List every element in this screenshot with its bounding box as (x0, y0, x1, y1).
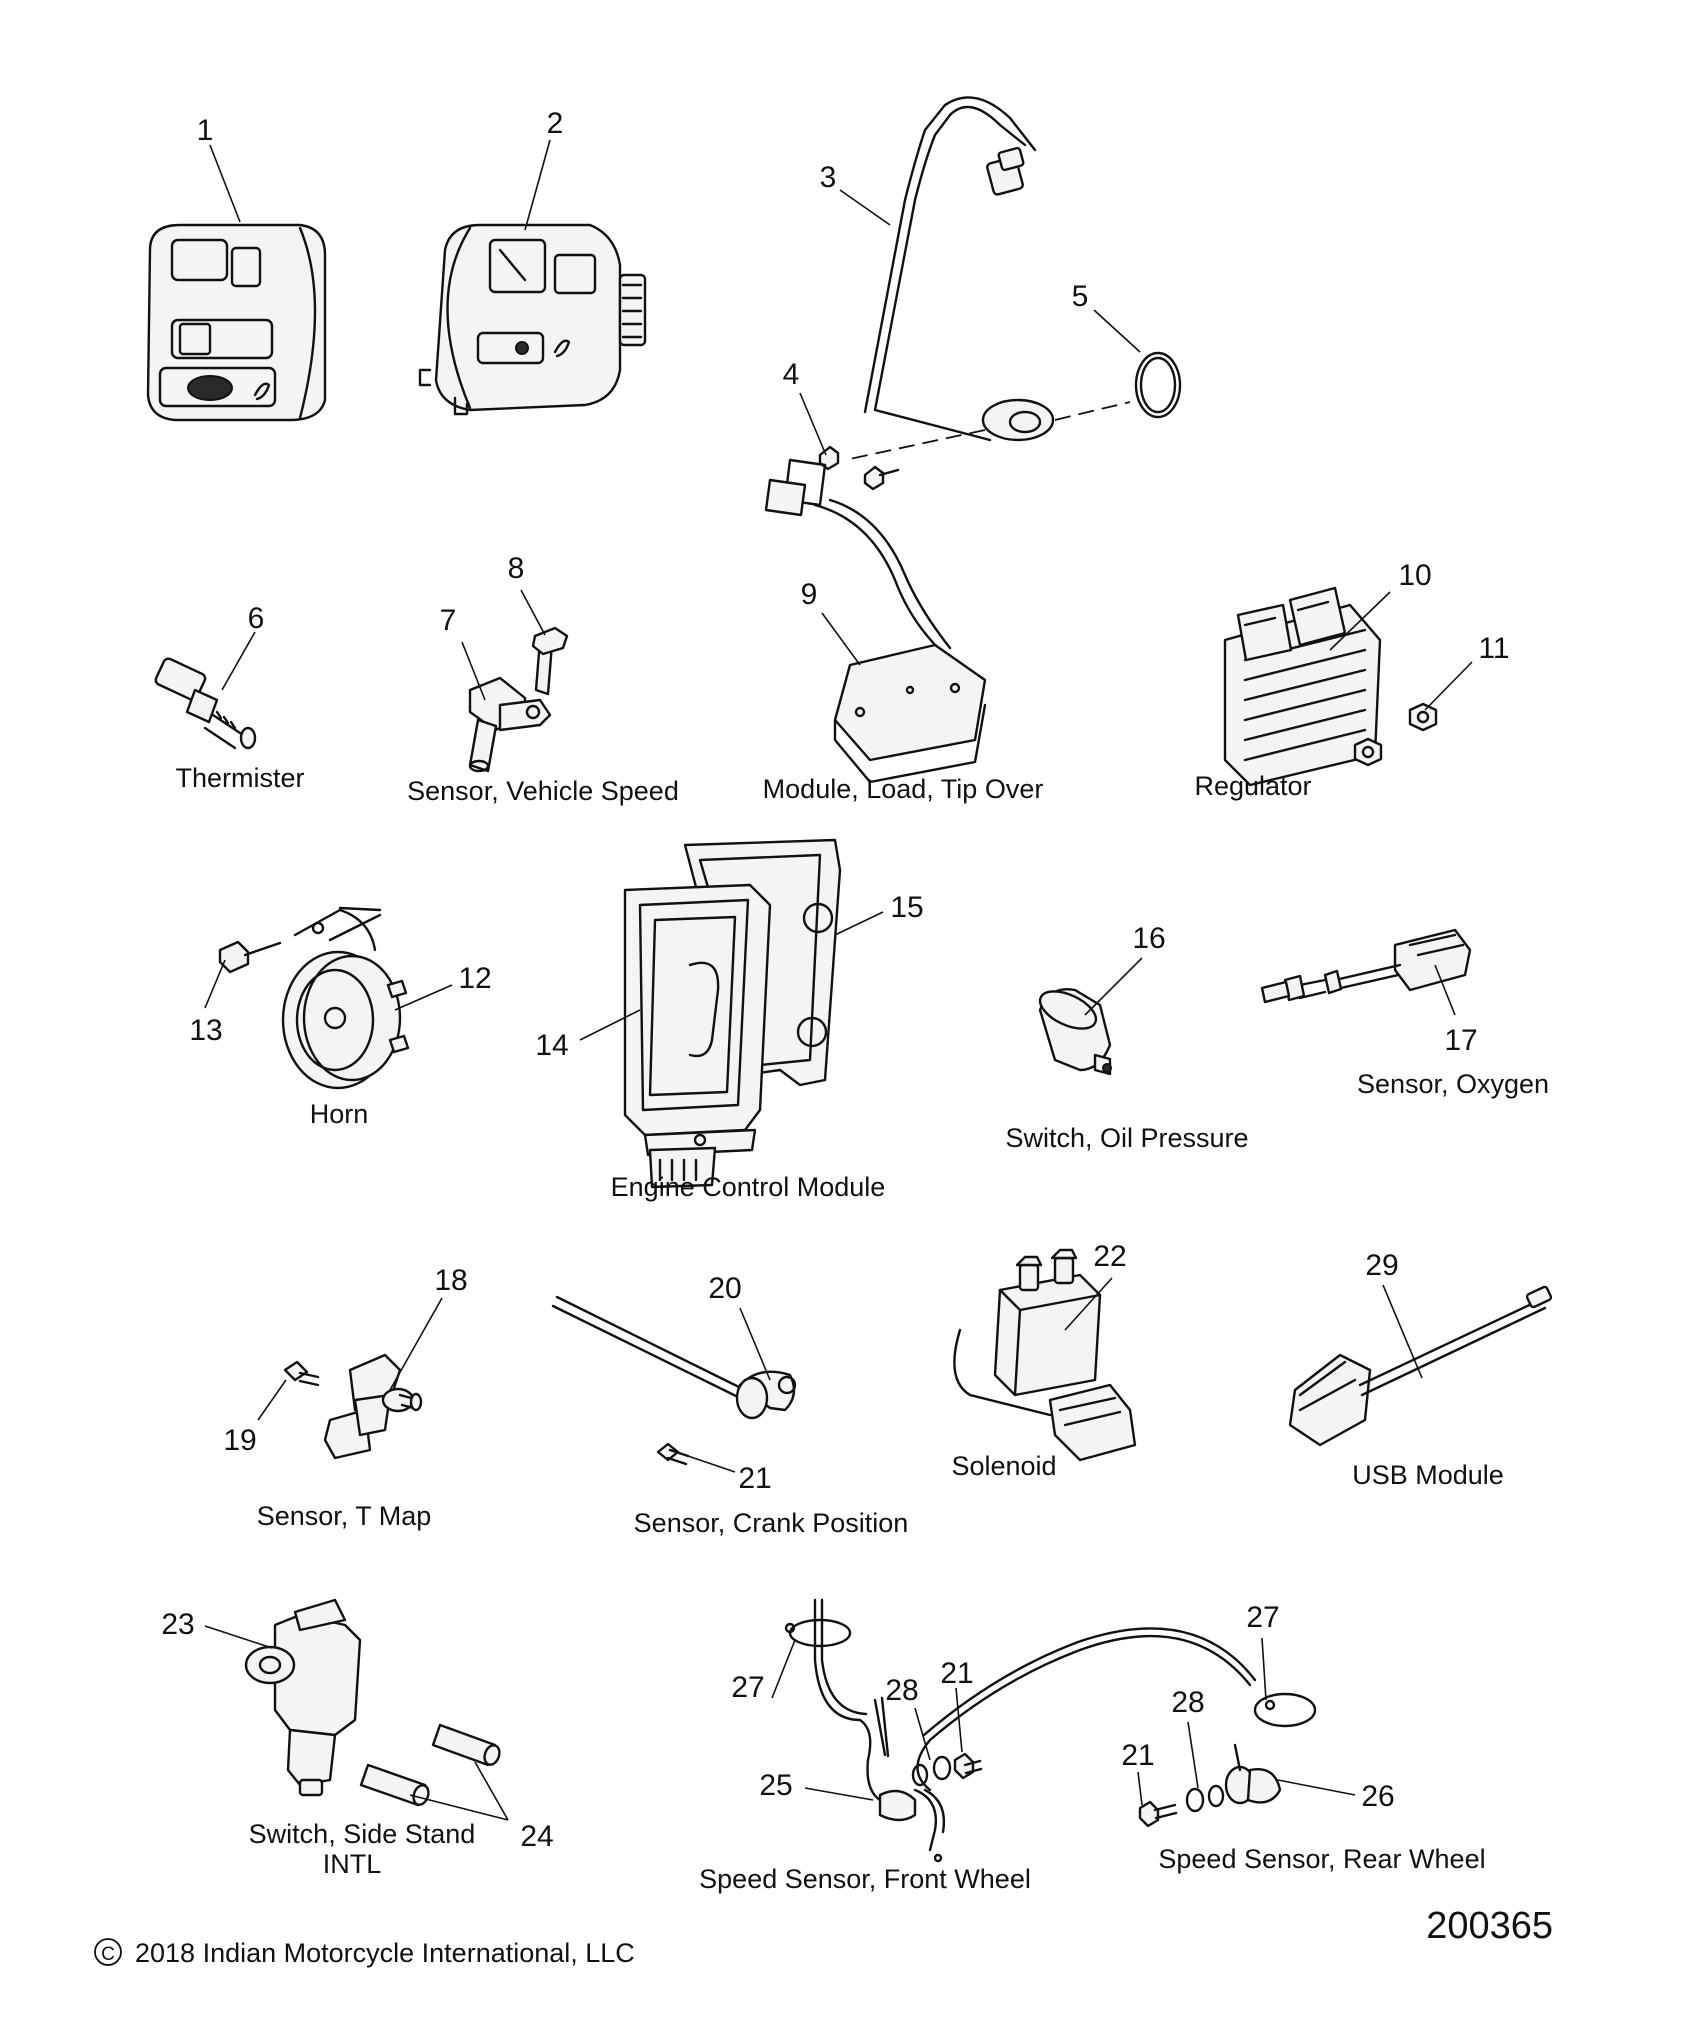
callout-9: 9 (801, 578, 818, 611)
regulator-part (1223, 586, 1438, 787)
right-handlebar-switch-part (418, 223, 647, 416)
caption-thermister: Thermister (175, 763, 304, 793)
callout-numbers: 1 2 3 4 5 6 7 8 9 10 11 12 13 14 15 16 1… (161, 107, 1509, 1853)
callout-5: 5 (1072, 280, 1089, 313)
callout-7: 7 (440, 604, 457, 637)
caption-side-stand-intl: INTL (323, 1849, 382, 1879)
engine-control-module-part (623, 838, 842, 1189)
callout-29: 29 (1365, 1249, 1398, 1282)
tip-over-harness-part (764, 96, 1182, 784)
caption-t-map: Sensor, T Map (257, 1501, 432, 1531)
callout-21: 21 (738, 1462, 771, 1495)
caption-oil-pressure: Switch, Oil Pressure (1005, 1123, 1248, 1153)
callout-21-front: 21 (940, 1657, 973, 1690)
left-handlebar-switch-part (146, 223, 327, 422)
solenoid-part (953, 1248, 1137, 1462)
caption-regulator: Regulator (1194, 771, 1311, 801)
usb-module-part (1288, 1285, 1553, 1447)
front-wheel-speed-sensor-part (784, 1598, 983, 1863)
t-map-sensor-part (283, 1353, 423, 1460)
caption-crank: Sensor, Crank Position (634, 1508, 909, 1538)
caption-front-wheel: Speed Sensor, Front Wheel (699, 1864, 1031, 1894)
callout-8: 8 (508, 552, 525, 585)
callout-26: 26 (1361, 1780, 1394, 1813)
callout-28-front: 28 (885, 1674, 918, 1707)
caption-horn: Horn (310, 1099, 369, 1129)
caption-oxygen: Sensor, Oxygen (1357, 1069, 1549, 1099)
callout-27-rear: 27 (1246, 1601, 1279, 1634)
callout-27-front: 27 (731, 1671, 764, 1704)
callout-24: 24 (520, 1820, 553, 1853)
document-number: 200365 (1426, 1905, 1553, 1947)
callout-21-rear: 21 (1121, 1739, 1154, 1772)
callout-17: 17 (1444, 1024, 1477, 1057)
callout-15: 15 (890, 891, 923, 924)
callout-20: 20 (708, 1272, 741, 1305)
thermister-part (154, 657, 257, 750)
vehicle-speed-sensor-part (468, 626, 569, 773)
callout-18: 18 (434, 1264, 467, 1297)
caption-usb: USB Module (1352, 1460, 1504, 1490)
callout-28-rear: 28 (1171, 1686, 1204, 1719)
callout-10: 10 (1398, 559, 1431, 592)
callout-13: 13 (189, 1014, 222, 1047)
callout-4: 4 (783, 358, 800, 391)
copyright-text: 2018 Indian Motorcycle International, LL… (135, 1938, 635, 1968)
callout-12: 12 (458, 962, 491, 995)
callout-23: 23 (161, 1608, 194, 1641)
callout-19: 19 (223, 1424, 256, 1457)
callout-3: 3 (820, 161, 837, 194)
oil-pressure-switch-part (1038, 988, 1112, 1076)
callout-11: 11 (1478, 632, 1509, 665)
caption-side-stand: Switch, Side Stand (249, 1819, 476, 1849)
rear-wheel-speed-sensor-part (916, 1627, 1317, 1828)
copyright-icon (94, 1938, 122, 1966)
caption-solenoid: Solenoid (951, 1451, 1056, 1481)
caption-vehicle-speed: Sensor, Vehicle Speed (407, 776, 679, 806)
leader-lines (204, 139, 1473, 1821)
caption-ecm: Engine Control Module (611, 1172, 886, 1202)
side-stand-switch-part (244, 1598, 501, 1807)
callout-14: 14 (535, 1029, 568, 1062)
copyright-symbol-letter: C (101, 1944, 115, 1965)
callout-16: 16 (1132, 922, 1165, 955)
horn-part (218, 906, 410, 1090)
caption-rear-wheel: Speed Sensor, Rear Wheel (1158, 1844, 1485, 1874)
callout-25: 25 (759, 1769, 792, 1802)
callout-6: 6 (248, 602, 265, 635)
callout-2: 2 (547, 107, 564, 140)
callout-22: 22 (1093, 1240, 1126, 1273)
caption-tip-over: Module, Load, Tip Over (763, 774, 1044, 804)
oxygen-sensor-part (1260, 928, 1472, 1004)
copyright-notice: C 2018 Indian Motorcycle International, … (94, 1938, 635, 1968)
part-captions: Thermister Sensor, Vehicle Speed Module,… (175, 763, 1549, 1894)
crank-position-sensor-part (551, 1295, 797, 1466)
callout-1: 1 (197, 114, 214, 147)
